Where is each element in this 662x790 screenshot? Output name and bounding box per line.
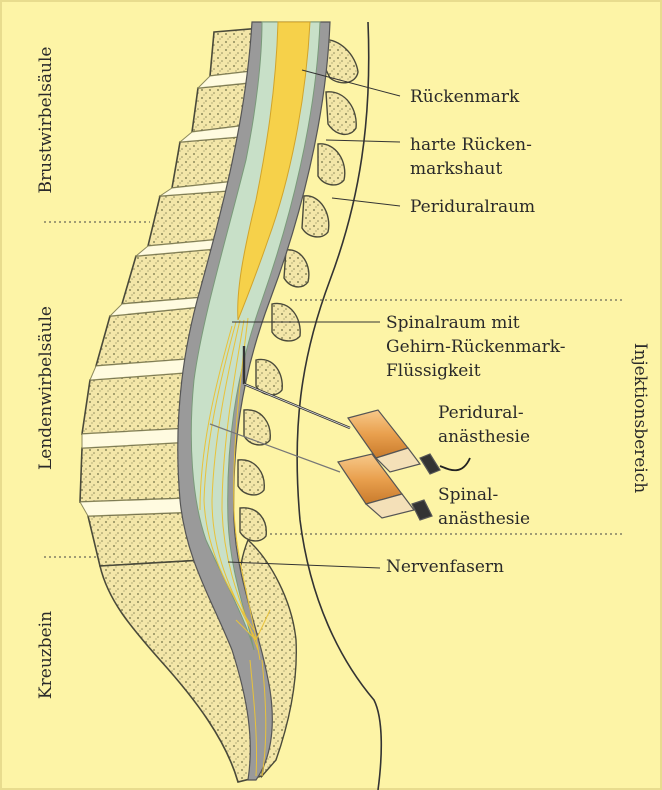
label-nerve-fibers: Nervenfasern <box>386 556 504 579</box>
label-spinal-anesthesia-line1: Spinal- <box>438 484 498 507</box>
region-label-thoracic: Brustwirbelsäule <box>36 47 56 194</box>
label-epidural-space: Periduralraum <box>410 196 535 219</box>
label-epidural-anesthesia-line2: anästhesie <box>438 426 530 449</box>
region-label-sacrum: Kreuzbein <box>36 611 56 699</box>
region-label-lumbar: Lendenwirbelsäule <box>36 306 56 470</box>
label-spinal-space-line2: Gehirn-Rückenmark- <box>386 336 566 359</box>
region-label-injection: Injektionsbereich <box>630 343 650 494</box>
label-dura-line2: markshaut <box>410 158 502 181</box>
leader-epidural-space <box>332 198 400 206</box>
label-spinal-anesthesia-line2: anästhesie <box>438 508 530 531</box>
label-spinal-space-line1: Spinalraum mit <box>386 312 520 335</box>
label-spinal-cord: Rückenmark <box>410 86 519 109</box>
label-spinal-space-line3: Flüssigkeit <box>386 360 481 383</box>
leader-dura <box>326 140 400 142</box>
label-epidural-anesthesia-line1: Peridural- <box>438 402 524 425</box>
label-dura-line1: harte Rücken- <box>410 134 532 157</box>
